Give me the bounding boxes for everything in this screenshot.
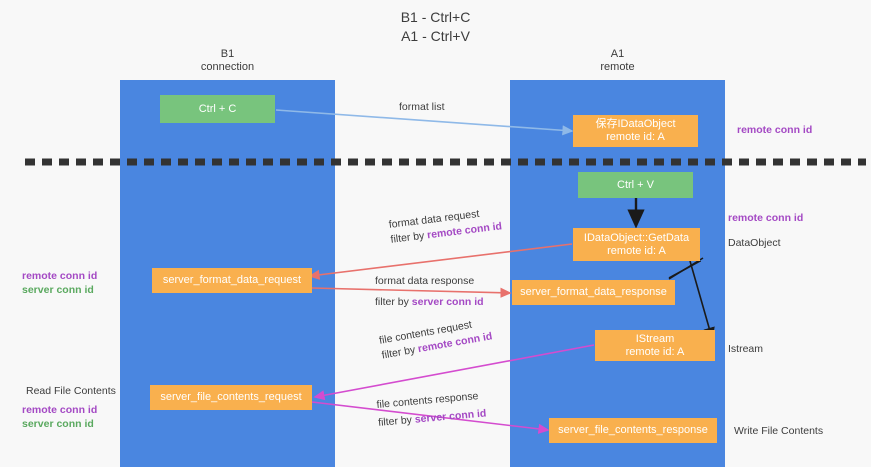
node-istream-line2: remote id: A [625,345,685,358]
node-server-file-contents-response[interactable]: server_file_contents_response [549,418,717,443]
node-ctrl-v[interactable]: Ctrl + V [578,172,693,198]
diagram-title-line1: B1 - Ctrl+C [400,9,471,25]
node-server-file-contents-request[interactable]: server_file_contents_request [150,385,312,410]
lane-header-b1: B1 connection [120,48,335,74]
lane-header-b1-line2: connection [200,61,255,73]
node-server-format-data-response[interactable]: server_format_data_response [512,280,675,305]
node-ctrl-c-label: Ctrl + C [198,102,237,115]
node-istream-line1: IStream [635,332,675,345]
annotation-left-server-conn-id: server conn id [22,284,94,296]
edge-label-fcresp-filter-key: server conn id [414,407,487,426]
edge-label-format-data-response: format data response filter by server co… [375,274,484,310]
edge-label-fcresp-filter-prefix: filter by [377,413,416,429]
node-getdata-line2: remote id: A [607,244,666,257]
node-ctrl-v-label: Ctrl + V [617,178,654,191]
lane-header-a1: A1 remote [510,48,725,74]
node-getdata-line1: IDataObject::GetData [583,231,690,244]
annotation-left-bottom-remote-conn-id: remote conn id [22,404,98,416]
annotation-left-remote-conn-id: remote conn id [22,270,98,282]
lane-header-a1-line1: A1 [610,48,625,60]
node-idataobject-line2: remote id: A [606,131,665,143]
diagram-title: B1 - Ctrl+C A1 - Ctrl+V [0,8,871,46]
edge-label-format-data-request: format data request filter by remote con… [388,204,503,247]
node-server-file-contents-request-label: server_file_contents_request [160,391,302,403]
node-server-file-contents-response-label: server_file_contents_response [558,424,708,436]
annotation-left-bottom-server-conn-id: server conn id [22,418,94,430]
edge-label-file-contents-response: file contents response filter by server … [376,389,487,431]
lane-header-a1-line2: remote [600,61,635,73]
annotation-dataobject: DataObject [728,237,781,249]
diagram-title-line2: A1 - Ctrl+V [401,28,470,44]
node-idataobject-line1: 保存IDataObject [595,118,676,130]
annotation-read-file-contents: Read File Contents [26,385,116,397]
annotation-remote-conn-id-mid: remote conn id [728,212,804,224]
annotation-write-file-contents: Write File Contents [734,425,824,437]
node-istream[interactable]: IStream remote id: A [595,330,715,361]
annotation-istream: Istream [728,343,764,355]
edge-label-format-data-response-text: format data response [375,275,475,287]
node-ctrl-c[interactable]: Ctrl + C [160,95,275,123]
edge-label-file-contents-request: file contents request filter by remote c… [378,315,494,364]
node-idataobject[interactable]: 保存IDataObject remote id: A [573,115,698,147]
node-server-format-data-request[interactable]: server_format_data_request [152,268,312,293]
node-idataobject-getdata[interactable]: IDataObject::GetData remote id: A [573,228,700,261]
edge-label-fdresp-filter-key: server conn id [411,296,484,308]
node-server-format-data-response-label: server_format_data_response [520,286,667,298]
lane-header-b1-line1: B1 [220,48,235,60]
annotation-remote-conn-id-top: remote conn id [737,124,813,136]
edge-label-format-list: format list [399,101,445,113]
edge-label-fdr-filter-prefix: filter by [389,229,428,246]
edge-label-fdresp-filter-prefix: filter by [375,296,412,308]
node-server-format-data-request-label: server_format_data_request [162,274,302,286]
